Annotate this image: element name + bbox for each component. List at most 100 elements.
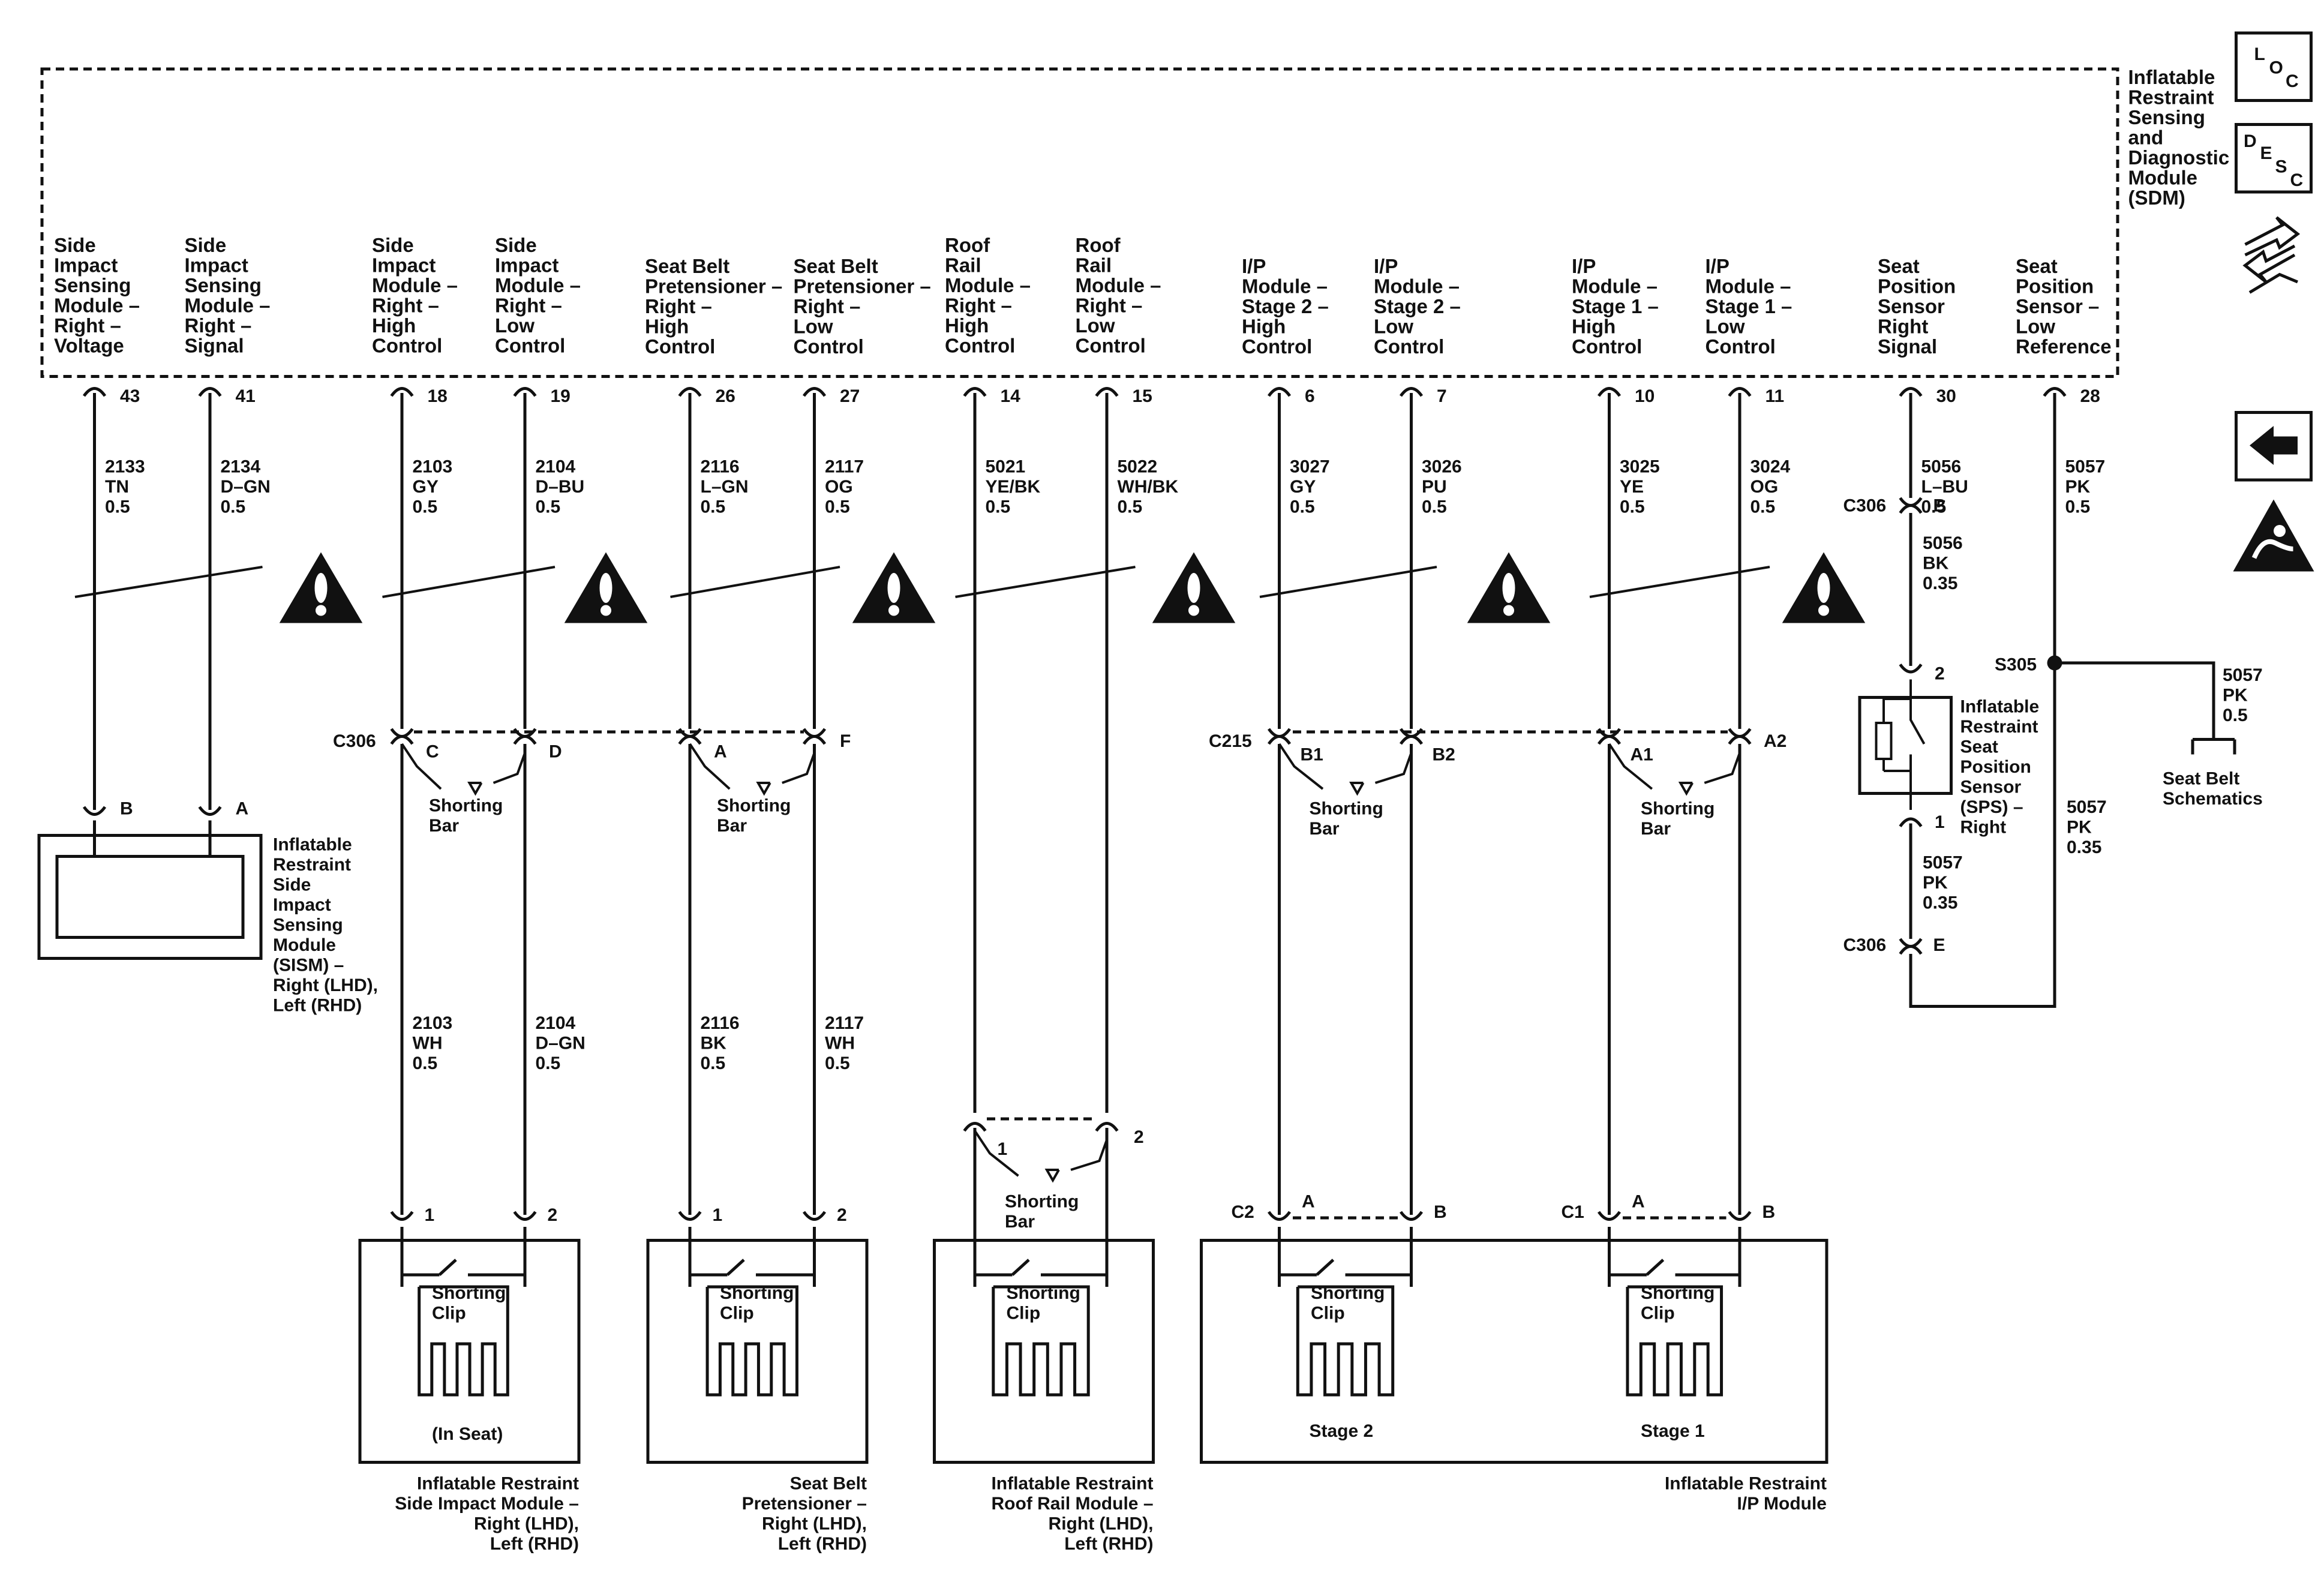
loc-icon-letter: O [2269,58,2283,78]
sism-module-label: Sensing [273,915,343,935]
shorting-bar [689,743,731,790]
c306-label: C306 [333,731,376,751]
circuit-label: Position [2016,275,2094,298]
wire-spec: 0.5 [1750,497,1776,517]
c215-pin-b1: B1 [1301,745,1323,765]
roof-rail-module-label: Left (RHD) [1064,1534,1153,1554]
wire-spec: 5056 [1921,457,1962,477]
pretensioner-module-label: Left (RHD) [778,1534,867,1554]
wire-spec: 5056 [1923,533,1963,553]
c306-sps-label: C306 [1843,935,1887,955]
sdm-pin-terminal [2043,387,2067,397]
wire-spec: 3025 [1620,457,1660,477]
circuit-label: Low [1706,316,1745,338]
circuit-label: Signal [1878,335,1937,358]
shorting-clip-label: Shorting [432,1283,506,1303]
sdm-pin-number: 14 [1001,386,1021,406]
wiring-tool-icon [2244,216,2301,257]
wire-spec: 0.5 [701,497,726,517]
sps-module-label: Restraint [1960,717,2038,737]
wire-spec: 3026 [1422,457,1462,477]
roof-rail-squib [992,1285,1090,1397]
wire-spec: 0.5 [413,497,438,517]
roof-rail-module-label: Inflatable Restraint [991,1474,1153,1494]
loc-icon-letter: L [2254,44,2265,64]
desc-icon-letter: E [2260,143,2272,163]
shorting-bar-label: Shorting [429,796,503,816]
sdm-pin-number: 11 [1765,386,1785,406]
sps-terminal [1899,817,1923,828]
stage2-squib [1296,1285,1395,1397]
circuit-label: Right – [945,295,1012,317]
wire-spec: 5022 [1118,457,1158,477]
wire-spec: 0.35 [1923,893,1957,913]
circuit-label: Control [495,335,565,357]
wire-spec: 2116 [701,457,740,477]
sdm-pin-number: 26 [716,386,735,406]
wire-spec: D–GN [221,477,271,497]
warning-mark [1187,573,1200,603]
desc-icon-letter: D [2244,131,2257,151]
circuit-label: Module – [185,295,271,317]
c306-pin-e: E [1933,935,1945,955]
sdm-box [40,67,2119,378]
c215-terminal [1267,728,1292,738]
shorting-bar [782,752,816,784]
circuit-label: Module – [54,295,140,317]
wire-spec: D–BU [536,477,585,497]
wire-spec: 2134 [221,457,261,477]
c215-pin-a2: A2 [1764,731,1786,751]
c306-sps-label: C306 [1843,496,1887,516]
side-impact-module-label: Inflatable Restraint [417,1474,579,1494]
circuit-label: High [945,314,989,337]
shorting-bar [1374,752,1413,784]
side-impact-pin-1: 1 [425,1205,435,1225]
shorting-bar-label: Shorting [1310,799,1383,819]
sdm-pin-number: 19 [551,386,571,406]
wire-spec: BK [1923,554,1949,574]
sdm-pin-number: 7 [1437,386,1447,406]
shorting-clip-label: Clip [432,1304,466,1323]
c2-pin-a: A [1302,1192,1315,1212]
wire-spec: 5057 [2067,797,2107,817]
sdm-pin-terminal [513,387,537,397]
circuit-label: High [1572,316,1616,338]
wire-spec: 0.5 [1921,497,1947,517]
circuit-label: Module – [1572,275,1658,298]
circuit-label: Stage 2 – [1242,295,1329,317]
shorting-bar [974,1130,1019,1177]
circuit-label: Stage 2 – [1374,295,1461,317]
circuit-label: Reference [2016,335,2112,358]
wire-spec: PK [2065,477,2091,497]
sps-pin-1: 1 [1935,812,1945,832]
wire-spec: 2117 [825,457,864,477]
sdm-title: Inflatable [2128,66,2215,88]
circuit-label: Impact [185,254,248,277]
warning-mark [1817,573,1830,603]
warning-mark [887,573,900,603]
circuit-label: Seat Belt [645,255,729,277]
shorting-bar-label: Bar [429,816,459,836]
c2-terminal [1399,1211,1424,1221]
shorting-clip-label: Shorting [1007,1283,1080,1303]
esd-hand [2251,539,2293,559]
sdm-pin-number: 18 [428,386,448,406]
circuit-label: Control [1374,335,1444,358]
shorting-bar [401,743,442,790]
c306-pin-f: F [840,731,851,751]
circuit-label: Low [495,314,535,337]
wire-spec: 5057 [2223,665,2263,685]
circuit-label: Control [645,335,715,358]
sdm-pin-number: 10 [1635,386,1655,406]
wire-spec: 2117 [825,1013,864,1033]
warning-dot [316,605,326,616]
c215-terminal [1728,728,1752,738]
circuit-label: Side [372,234,414,256]
circuit-label: Impact [54,254,118,277]
warning-mark [1502,573,1515,603]
side-impact-terminal [390,1211,414,1221]
stage2-label: Stage 2 [1310,1421,1374,1441]
wire-spec: 0.5 [1620,497,1645,517]
shorting-bar-label: Shorting [1005,1192,1079,1212]
